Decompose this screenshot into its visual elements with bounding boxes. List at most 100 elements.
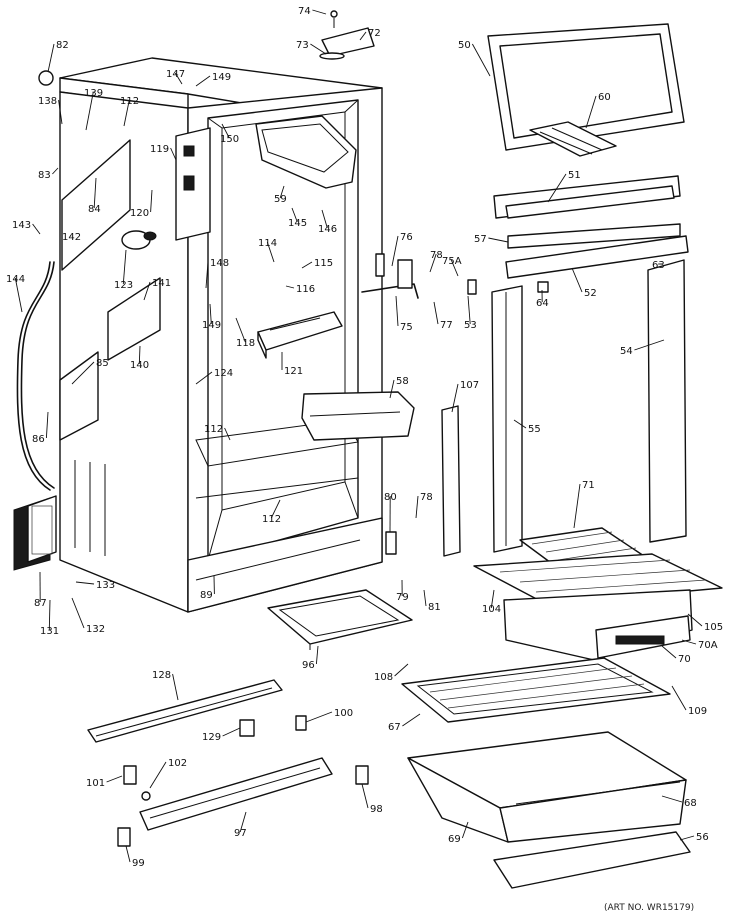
part-label-p81: 81 (428, 602, 441, 613)
part-label-p102: 102 (168, 758, 187, 769)
leader-line (359, 31, 367, 41)
part-label-p60: 60 (598, 92, 611, 103)
part-label-p118: 118 (236, 338, 255, 349)
leader-line (391, 235, 399, 267)
leader-line (47, 43, 55, 73)
leader-line (634, 339, 665, 351)
leader-line (45, 411, 49, 439)
part-label-p73: 73 (296, 40, 309, 51)
part-label-p144: 144 (6, 274, 25, 285)
top-hinge (319, 10, 375, 60)
bottom-door-shelf (493, 831, 691, 889)
part-label-p107: 107 (460, 380, 479, 391)
leader-line (221, 123, 230, 139)
base-rail (87, 679, 283, 743)
leader-line (461, 821, 469, 839)
temperature-control (257, 311, 343, 359)
part-label-p149a: 149 (212, 72, 231, 83)
part-label-p148: 148 (210, 258, 229, 269)
part-label-p143: 143 (12, 220, 31, 231)
leader-line (209, 303, 212, 325)
leader-line (48, 599, 51, 631)
meat-drawer (503, 589, 693, 661)
leader-line (125, 845, 131, 863)
leader-line (71, 361, 95, 385)
butter-rail (505, 185, 675, 219)
part-label-p104: 104 (482, 604, 501, 615)
leader-line (423, 589, 427, 607)
leader-line (270, 499, 281, 519)
part-label-p108: 108 (374, 672, 393, 683)
leader-line (315, 645, 319, 665)
part-label-p150: 150 (220, 134, 239, 145)
leader-line (305, 711, 333, 723)
leader-line (321, 209, 328, 229)
leader-line (224, 427, 231, 441)
part-label-p69: 69 (448, 834, 461, 845)
part-label-p100: 100 (334, 708, 353, 719)
part-label-p128: 128 (152, 670, 171, 681)
leader-line (52, 167, 59, 175)
leader-line (195, 75, 211, 87)
kickplate (139, 757, 333, 831)
leader-line (488, 237, 509, 243)
leader-line (394, 663, 409, 677)
leader-line (106, 775, 123, 783)
leader-line (472, 43, 491, 77)
plug-button (38, 70, 54, 86)
leader-line (205, 261, 209, 289)
leader-line (450, 259, 459, 277)
part-label-p131: 131 (40, 626, 59, 637)
part-label-p78a: 78 (430, 250, 443, 261)
part-label-p129: 129 (202, 732, 221, 743)
part-label-p112a: 112 (120, 96, 139, 107)
part-label-p82: 82 (56, 40, 69, 51)
part-label-p121: 121 (284, 366, 303, 377)
part-label-p141: 141 (152, 278, 171, 289)
leader-line (266, 241, 275, 263)
leader-line (149, 761, 167, 789)
drip-tray (267, 589, 413, 650)
part-label-p71: 71 (582, 480, 595, 491)
leader-line (301, 261, 313, 269)
part-label-p87: 87 (34, 598, 47, 609)
leader-line (235, 317, 246, 343)
leader-line (195, 371, 213, 385)
ice-tray (529, 121, 617, 157)
part-label-p115: 115 (314, 258, 333, 269)
part-label-p63: 63 (652, 260, 665, 271)
part-label-p70: 70 (678, 654, 691, 665)
leader-line (415, 495, 419, 519)
crisper-pan (407, 731, 687, 843)
part-label-p99: 99 (132, 858, 145, 869)
part-label-p109: 109 (688, 706, 707, 717)
shelf-ladder (441, 405, 461, 557)
leader-line (150, 189, 153, 213)
part-label-p86: 86 (32, 434, 45, 445)
part-label-p112b: 112 (204, 424, 223, 435)
leader-line (138, 345, 141, 365)
leader-line (75, 581, 95, 585)
part-label-p124: 124 (214, 368, 233, 379)
part-label-p53: 53 (464, 320, 477, 331)
part-label-p140: 140 (130, 360, 149, 371)
leader-line (429, 253, 437, 273)
leader-line (122, 249, 127, 285)
part-label-p149b: 149 (202, 320, 221, 331)
side-trim-54 (647, 259, 687, 543)
leader-line (547, 173, 567, 203)
thermostat (121, 230, 157, 250)
part-label-p50: 50 (458, 40, 471, 51)
part-label-p146: 146 (318, 224, 337, 235)
leader-line (402, 713, 421, 727)
leader-line (671, 685, 687, 711)
leader-line (679, 835, 695, 841)
leader-line (312, 9, 327, 15)
part-label-p57: 57 (474, 234, 487, 245)
leader-line (585, 95, 597, 129)
part-label-p55: 55 (528, 424, 541, 435)
part-label-p133: 133 (96, 580, 115, 591)
part-label-p59: 59 (274, 194, 287, 205)
